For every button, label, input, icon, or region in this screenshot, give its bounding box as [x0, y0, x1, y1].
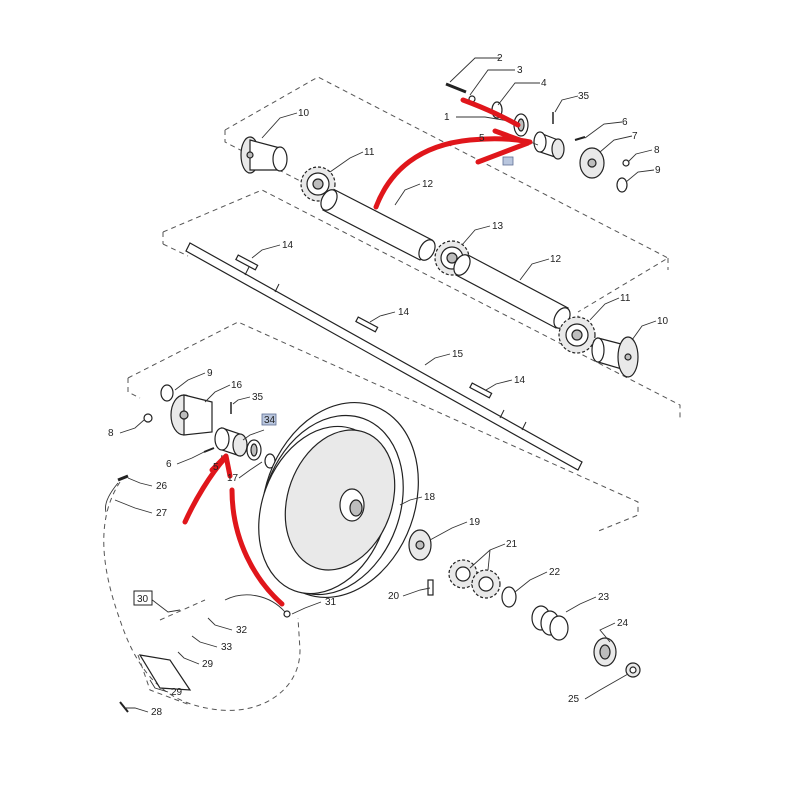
callout-21: 21: [506, 539, 518, 550]
callout-14-center: 14: [398, 307, 410, 318]
fitting-part-26: [117, 474, 129, 482]
bearing-part-17: [246, 439, 262, 461]
highlight-part-34: [261, 413, 277, 426]
sprocket-lower: [558, 316, 596, 354]
callout-35-upper: 35: [578, 91, 590, 102]
callout-24: 24: [617, 618, 629, 629]
bearing-housing-part-5: [533, 131, 565, 160]
callout-11-upper: 11: [364, 147, 375, 158]
callout-13: 13: [492, 221, 504, 232]
main-shaft: [185, 242, 583, 471]
hose-part-27: [105, 482, 119, 513]
callout-22: 22: [549, 567, 561, 578]
bracket-part-29: [138, 654, 192, 691]
callout-29-lower: 29: [171, 687, 183, 698]
red-arrow-lower-right: [229, 487, 285, 607]
spring-part-23: [531, 605, 569, 641]
nut-part-8-lower: [143, 413, 153, 423]
callout-12-upper: 12: [422, 179, 434, 190]
callout-31: 31: [325, 597, 337, 608]
callout-2: 2: [497, 53, 503, 64]
cap-part-24: [593, 637, 617, 667]
nut-part-8-upper: [622, 159, 630, 167]
leader-lines: [114, 57, 657, 713]
fitting-part-28: [119, 701, 129, 713]
callout-5-lower: 5: [213, 462, 219, 473]
hub-flange-right: [591, 336, 639, 378]
callout-labels: 2 3 4 1 35 5 6 7 8 9 10 11 12 13 12 11 1…: [108, 53, 669, 718]
callout-28: 28: [151, 707, 163, 718]
bolt-part-2: [445, 82, 467, 94]
roller-tube-upper: [320, 189, 436, 261]
hose-part-31: [224, 594, 291, 618]
callout-4: 4: [541, 78, 547, 89]
callout-11-lower: 11: [620, 293, 631, 304]
gauge-wheel: [258, 401, 419, 599]
callout-16: 16: [231, 380, 243, 391]
callout-15: 15: [452, 349, 464, 360]
callout-5-upper: 5: [479, 133, 485, 144]
key-part-14-center: [355, 316, 379, 333]
flange-part-7: [579, 147, 605, 179]
callout-14-right: 14: [514, 375, 526, 386]
callout-27: 27: [156, 508, 168, 519]
red-arrow-upper: [373, 97, 533, 210]
callout-10-upper: 10: [298, 108, 310, 119]
callout-29-upper: 29: [202, 659, 214, 670]
snap-ring-part-9-lower: [160, 384, 174, 402]
callout-12-lower: 12: [550, 254, 562, 265]
washer-part-22: [501, 586, 517, 608]
callout-18: 18: [424, 492, 436, 503]
callout-17: 17: [227, 473, 239, 484]
callout-1: 1: [444, 112, 450, 123]
bearing-part-1: [513, 113, 529, 137]
hub-flange-left: [240, 136, 288, 174]
callout-box-30: [133, 590, 153, 606]
callout-3: 3: [517, 65, 523, 76]
lower-group-outline: [127, 321, 639, 533]
snap-ring-part-9-upper: [616, 177, 628, 193]
highlight-marker: [502, 156, 514, 166]
bearing-housing-part-5-lower: [214, 427, 248, 457]
red-arrow-lower-left: [182, 453, 233, 525]
callout-32: 32: [236, 625, 248, 636]
callout-30: 30: [137, 594, 149, 605]
key-part-14-left: [235, 254, 259, 271]
callout-6-lower: 6: [166, 459, 172, 470]
callout-14-left: 14: [282, 240, 294, 251]
shaft-group-outline: [162, 189, 681, 418]
nut-part-25: [625, 662, 641, 678]
callout-8-upper: 8: [654, 145, 660, 156]
callout-9-upper: 9: [655, 165, 661, 176]
callout-10-lower: 10: [657, 316, 669, 327]
callout-9-lower: 9: [207, 368, 213, 379]
callout-7: 7: [632, 131, 638, 142]
key-part-14-right: [469, 382, 493, 399]
callout-34: 34: [264, 415, 276, 426]
callout-26: 26: [156, 481, 168, 492]
callout-23: 23: [598, 592, 610, 603]
hub-part-19: [408, 529, 432, 561]
callout-8-lower: 8: [108, 428, 114, 439]
callout-20: 20: [388, 591, 400, 602]
callout-19: 19: [469, 517, 481, 528]
callout-33: 33: [221, 642, 233, 653]
flange-part-16: [170, 394, 213, 436]
bolt-part-6: [574, 136, 586, 141]
callout-25: 25: [568, 694, 580, 705]
callout-6-upper: 6: [622, 117, 628, 128]
pin-part-20: [427, 579, 434, 596]
ratchet-discs-part-21: [448, 559, 501, 599]
callout-35-lower: 35: [252, 392, 264, 403]
bolt-part-6-lower: [203, 447, 215, 453]
